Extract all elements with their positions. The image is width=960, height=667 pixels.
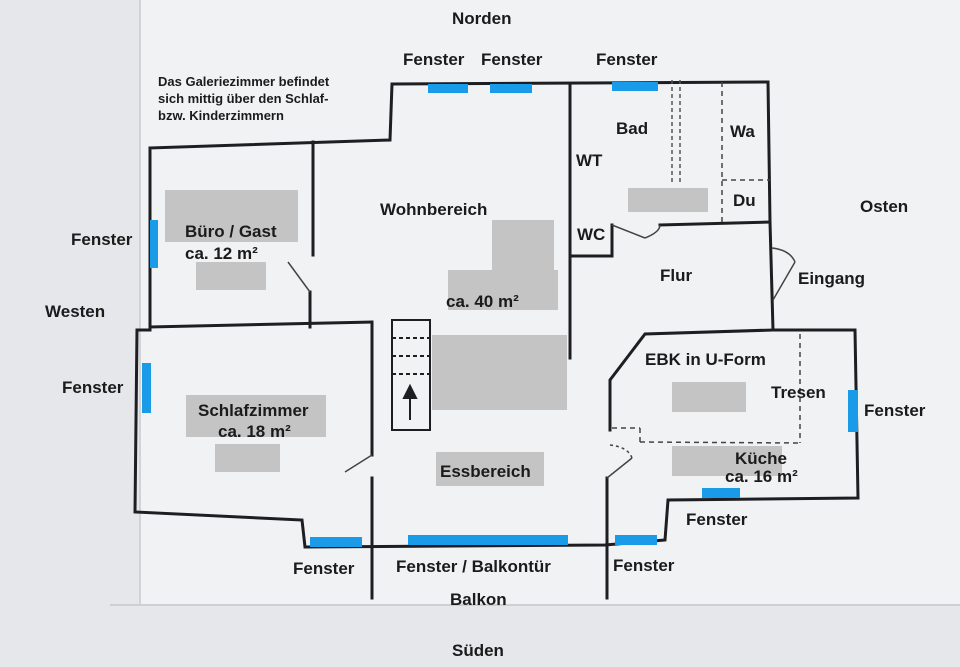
redaction-block — [432, 335, 567, 410]
walls — [133, 80, 860, 600]
windows — [142, 82, 858, 547]
redaction-block — [672, 382, 746, 412]
redaction-block — [215, 444, 280, 472]
window-label-south-1: Fenster — [293, 559, 355, 578]
room-eingang: Eingang — [798, 269, 866, 288]
redaction-block — [165, 190, 298, 242]
room-schlaf-name: Schlafzimmer — [198, 401, 309, 420]
room-ess: Essbereich — [440, 462, 531, 481]
gallery-note-line1: Das Galeriezimmer befindet — [158, 74, 330, 89]
compass-north: Norden — [452, 9, 512, 28]
room-schlaf-area: ca. 18 m² — [218, 422, 291, 441]
window-west-2 — [142, 363, 151, 413]
redaction-block — [196, 262, 266, 290]
staircase — [391, 319, 431, 431]
window-label-kueche: Fenster — [686, 510, 748, 529]
redaction-block — [628, 188, 708, 212]
window-north-3 — [612, 82, 658, 91]
window-label-south-balkon: Fenster / Balkontür — [396, 557, 551, 576]
room-buero-area: ca. 12 m² — [185, 244, 258, 263]
window-east — [848, 390, 858, 432]
bad-fixture — [671, 80, 681, 185]
room-kueche-area: ca. 16 m² — [725, 467, 798, 486]
redaction-block — [436, 452, 544, 486]
compass-south: Süden — [452, 641, 504, 660]
window-south-balkon — [408, 535, 568, 545]
room-wc: WC — [577, 225, 606, 244]
window-label-west-1: Fenster — [71, 230, 133, 249]
room-flur: Flur — [660, 266, 693, 285]
dashed-lines — [612, 82, 801, 444]
window-north-1 — [428, 84, 468, 93]
room-wa: Wa — [730, 122, 755, 141]
compass-east: Osten — [860, 197, 909, 216]
window-label-north-3: Fenster — [596, 50, 658, 69]
window-label-north-2: Fenster — [481, 50, 543, 69]
room-bad: Bad — [616, 119, 649, 138]
room-du: Du — [733, 191, 756, 210]
doors — [287, 224, 796, 479]
room-wohn-name: Wohnbereich — [380, 200, 488, 219]
window-north-2 — [490, 84, 532, 93]
redaction-block — [448, 270, 558, 310]
window-west-1 — [150, 220, 158, 268]
compass-west: Westen — [45, 302, 106, 321]
window-label-north-1: Fenster — [403, 50, 465, 69]
window-label-east: Fenster — [864, 401, 926, 420]
redaction-block — [186, 395, 326, 437]
redaction-block — [492, 220, 554, 276]
redaction-block — [672, 446, 782, 476]
room-wt: WT — [576, 151, 603, 170]
room-wohn-area: ca. 40 m² — [446, 292, 519, 311]
window-south-1 — [310, 537, 362, 547]
window-label-south-3: Fenster — [613, 556, 675, 575]
window-south-3 — [615, 535, 657, 545]
room-tresen: Tresen — [771, 383, 826, 402]
window-label-west-2: Fenster — [62, 378, 124, 397]
gallery-note-line3: bzw. Kinderzimmern — [158, 108, 284, 123]
room-kueche-name: Küche — [735, 449, 787, 468]
room-buero-name: Büro / Gast — [185, 222, 277, 241]
gallery-note-line2: sich mittig über den Schlaf- — [158, 91, 329, 106]
room-kueche-ebk: EBK in U-Form — [645, 350, 766, 369]
balkon-label: Balkon — [450, 590, 507, 609]
window-kueche-south — [702, 488, 740, 498]
